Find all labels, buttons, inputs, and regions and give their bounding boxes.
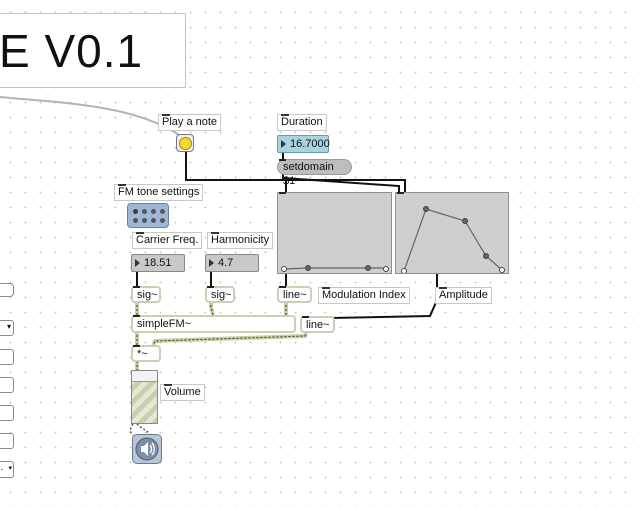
carrier-freq-comment: Carrier Freq. bbox=[132, 232, 203, 249]
harmonicity-comment: Harmonicity bbox=[207, 232, 274, 249]
carrier-freq-number-box[interactable]: 18.51 bbox=[131, 254, 185, 272]
sig-object-carrier[interactable]: sig~ bbox=[131, 286, 161, 303]
amplitude-envelope bbox=[401, 206, 505, 274]
volume-slider-knob[interactable] bbox=[132, 371, 157, 382]
play-note-comment: Play a note bbox=[158, 114, 222, 131]
audio-output-button[interactable] bbox=[132, 434, 162, 464]
modulation-index-function-editor[interactable] bbox=[277, 192, 392, 274]
side-checkbox-4[interactable] bbox=[0, 433, 14, 449]
preset-grid[interactable] bbox=[127, 203, 169, 228]
chevron-down-icon: ▾ bbox=[8, 465, 12, 472]
sig-object-harmonicity[interactable]: sig~ bbox=[205, 286, 235, 303]
side-dropdown[interactable]: ... ▾ bbox=[0, 461, 14, 478]
line-object-modulation[interactable]: line~ bbox=[277, 286, 312, 303]
side-checkbox-1[interactable] bbox=[0, 349, 14, 365]
fm-tone-comment: FM tone settings bbox=[114, 184, 204, 201]
modulation-index-envelope bbox=[281, 265, 389, 272]
side-checkbox-3[interactable] bbox=[0, 405, 14, 421]
setdomain-message[interactable]: setdomain $1 bbox=[277, 159, 352, 187]
volume-gain-slider[interactable] bbox=[131, 370, 158, 424]
side-checkbox-2[interactable] bbox=[0, 377, 14, 393]
duration-comment: Duration bbox=[277, 114, 327, 131]
play-note-bang[interactable] bbox=[176, 134, 194, 152]
speaker-icon bbox=[135, 437, 159, 461]
volume-comment: Volume bbox=[160, 384, 205, 401]
bang-circle-icon bbox=[179, 137, 192, 150]
side-dropdown-label: ... bbox=[0, 462, 4, 473]
side-menu[interactable]: ▾ bbox=[0, 320, 14, 336]
modulation-index-comment: Modulation Index bbox=[318, 287, 410, 304]
line-object-amplitude[interactable]: line~ bbox=[300, 316, 335, 333]
simplefm-object[interactable]: simpleFM~ bbox=[131, 315, 296, 333]
amplitude-comment: Amplitude bbox=[435, 287, 492, 304]
amplitude-function-editor[interactable] bbox=[395, 192, 509, 274]
harmonicity-number-box[interactable]: 4.7 bbox=[205, 254, 259, 272]
side-toggle-button[interactable] bbox=[0, 283, 14, 297]
chevron-down-icon: ▾ bbox=[6, 322, 11, 331]
multiply-signal-object[interactable]: *~ bbox=[131, 345, 161, 362]
patch-title: E V0.1 bbox=[0, 13, 186, 88]
duration-number-box[interactable]: 16.7000 bbox=[277, 135, 330, 153]
